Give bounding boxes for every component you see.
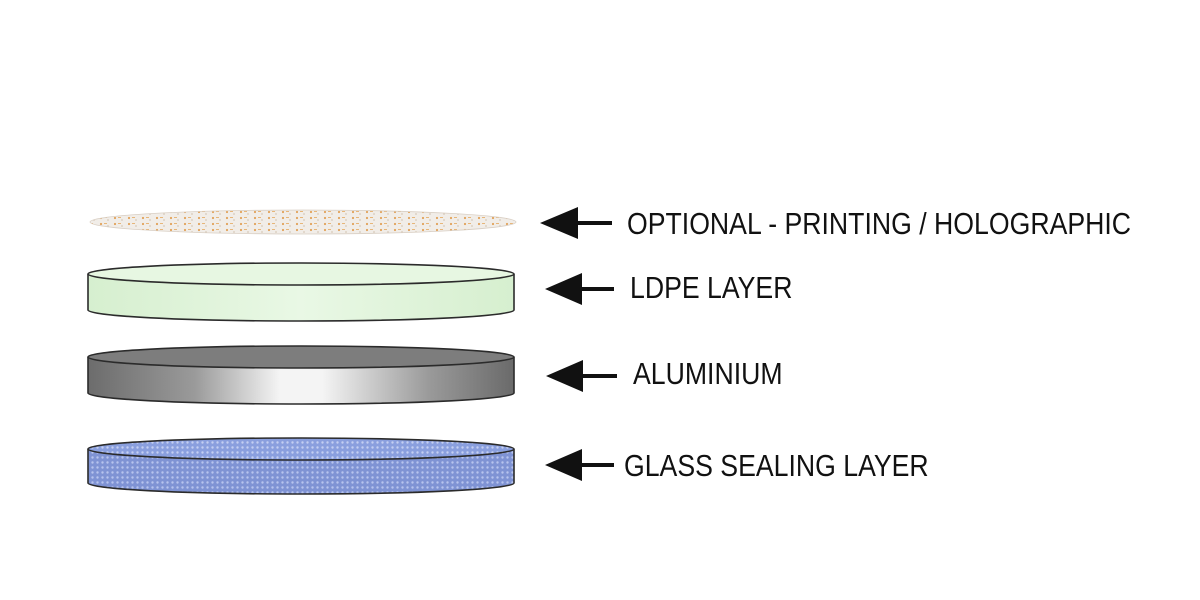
aluminium-layer-disc bbox=[87, 345, 515, 405]
ldpe-layer-disc bbox=[87, 262, 515, 322]
printing-layer-disc bbox=[89, 209, 517, 235]
arrow-left-icon bbox=[545, 449, 614, 481]
glass-sealing-layer-label: GLASS SEALING LAYER bbox=[624, 449, 929, 483]
aluminium-layer-label: ALUMINIUM bbox=[633, 357, 783, 391]
arrow-left-icon bbox=[546, 360, 617, 392]
glass-sealing-layer-disc bbox=[87, 437, 515, 495]
ldpe-layer-label: LDPE LAYER bbox=[630, 271, 792, 305]
printing-layer-label: OPTIONAL - PRINTING / HOLOGRAPHIC bbox=[627, 207, 1131, 241]
arrow-left-icon bbox=[545, 273, 614, 305]
arrow-left-icon bbox=[540, 207, 612, 239]
